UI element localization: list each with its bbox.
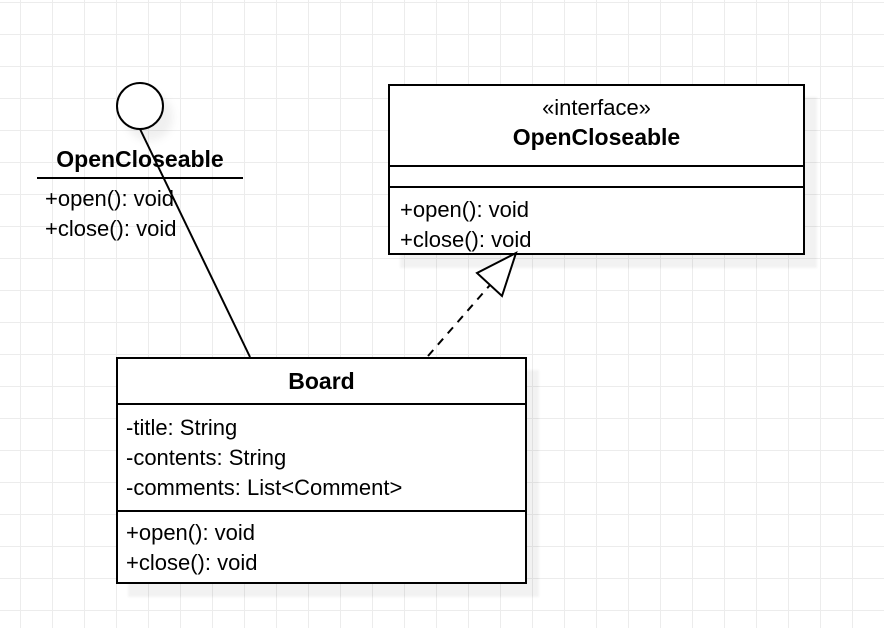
interface-stereotype: «interface» bbox=[542, 95, 651, 120]
attribute-line: -contents: String bbox=[126, 445, 287, 470]
lollipop-circle-shadow bbox=[125, 93, 173, 141]
interface-class-box: «interface» OpenCloseable +open(): void … bbox=[388, 84, 805, 255]
interface-operations-compartment: +open(): void +close(): void bbox=[390, 188, 803, 255]
interface-class-name: OpenCloseable bbox=[512, 124, 681, 150]
board-class-name: Board bbox=[288, 368, 355, 394]
lollipop-interface-operations: +open(): void +close(): void bbox=[37, 179, 243, 244]
attribute-line: -comments: List<Comment> bbox=[126, 475, 403, 500]
lollipop-interface-label: OpenCloseable +open(): void +close(): vo… bbox=[37, 141, 243, 244]
board-class-box: Board -title: String -contents: String -… bbox=[116, 357, 527, 584]
realization-arrowhead-icon bbox=[475, 251, 518, 298]
operation-line: +close(): void bbox=[400, 227, 532, 252]
board-attributes-compartment: -title: String -contents: String -commen… bbox=[118, 405, 525, 512]
operation-line: +open(): void bbox=[126, 520, 256, 545]
interface-attributes-compartment bbox=[390, 167, 803, 188]
board-class-header: Board bbox=[118, 359, 525, 405]
interface-class-header: «interface» OpenCloseable bbox=[390, 86, 803, 167]
operation-line: +open(): void bbox=[400, 197, 530, 222]
operation-line: +close(): void bbox=[126, 550, 258, 575]
operation-line: +open(): void bbox=[45, 186, 175, 211]
operation-line: +close(): void bbox=[45, 216, 177, 241]
attribute-line: -title: String bbox=[126, 415, 238, 440]
lollipop-interface-name: OpenCloseable bbox=[37, 141, 243, 179]
board-operations-compartment: +open(): void +close(): void bbox=[118, 512, 525, 578]
lollipop-interface-icon bbox=[116, 82, 164, 130]
realization-connector bbox=[427, 284, 491, 357]
